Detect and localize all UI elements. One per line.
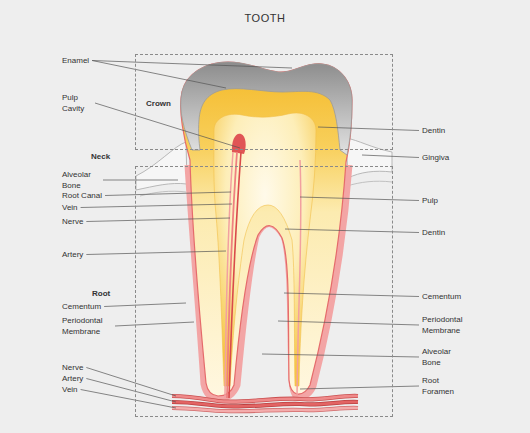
leader-line bbox=[104, 303, 186, 307]
part-label: Pulp bbox=[422, 195, 438, 206]
leader-line bbox=[86, 379, 176, 403]
leader-line bbox=[262, 354, 419, 357]
nerve-tuft bbox=[232, 134, 246, 154]
part-label: Periodontal Membrane bbox=[62, 315, 112, 337]
part-label: Artery bbox=[62, 249, 83, 260]
leader-line bbox=[362, 155, 419, 158]
vein-vessel bbox=[172, 408, 358, 411]
leader-line bbox=[103, 180, 178, 181]
part-label: Vein bbox=[62, 202, 78, 213]
label-slot: Vein bbox=[62, 384, 78, 395]
label-slot: Cementum bbox=[62, 301, 101, 312]
label-slot: Alveolar Bone bbox=[62, 169, 100, 191]
nerve-strand bbox=[227, 152, 237, 398]
leader-line bbox=[300, 197, 419, 201]
region-label-slot: Crown bbox=[146, 98, 171, 109]
leader-line bbox=[105, 192, 231, 196]
artery-vessel bbox=[172, 402, 358, 407]
leader-line bbox=[318, 127, 419, 131]
part-label: Periodontal Membrane bbox=[422, 314, 472, 336]
label-slot: Neck bbox=[91, 151, 110, 162]
part-label: Dentin bbox=[422, 227, 445, 238]
artery-strand bbox=[229, 152, 241, 398]
label-slot: Artery bbox=[62, 373, 83, 384]
vein-strand bbox=[225, 152, 233, 398]
region-label-slot: Root bbox=[92, 288, 110, 299]
part-label: Dentin bbox=[422, 125, 445, 136]
vein-vessel bbox=[172, 408, 358, 411]
part-label: Cementum bbox=[422, 291, 461, 302]
label-slot: Nerve bbox=[62, 362, 83, 373]
label-slot: Root Foramen bbox=[422, 375, 460, 397]
gingiva-right bbox=[346, 138, 392, 178]
label-slot: Root Canal bbox=[62, 190, 102, 201]
label-slot: Gingiva bbox=[422, 152, 449, 163]
region-box: Crown bbox=[135, 54, 393, 150]
title-slot: TOOTH bbox=[0, 11, 530, 25]
label-slot: Pulp bbox=[422, 195, 438, 206]
leader-line bbox=[92, 61, 292, 69]
leader-line bbox=[95, 103, 240, 148]
leader-line bbox=[285, 229, 419, 233]
part-label: Neck bbox=[91, 151, 110, 162]
leader-line bbox=[284, 293, 419, 297]
diagram-title: TOOTH bbox=[0, 11, 530, 25]
artery-vessel bbox=[172, 402, 358, 407]
part-label: Root Canal bbox=[62, 190, 102, 201]
nerve-vessel bbox=[172, 396, 358, 402]
part-label: Artery bbox=[62, 373, 83, 384]
label-slot: Enamel bbox=[62, 55, 89, 66]
dentin bbox=[181, 62, 352, 396]
label-slot: Periodontal Membrane bbox=[62, 315, 112, 337]
part-label: Pulp Cavity bbox=[62, 92, 92, 114]
label-slot: Alveolar Bone bbox=[422, 346, 460, 368]
label-slot: Periodontal Membrane bbox=[422, 314, 472, 336]
region-label: Crown bbox=[146, 98, 171, 109]
part-label: Vein bbox=[62, 384, 78, 395]
leader-line bbox=[115, 322, 194, 326]
leader-line bbox=[81, 390, 176, 409]
nerve-vessel bbox=[172, 396, 358, 402]
label-slot: Dentin bbox=[422, 227, 445, 238]
label-slot: Cementum bbox=[422, 291, 461, 302]
part-label: Alveolar Bone bbox=[62, 169, 100, 191]
part-label: Gingiva bbox=[422, 152, 449, 163]
leader-line bbox=[86, 218, 230, 222]
region-label: Root bbox=[92, 288, 110, 299]
part-label: Alveolar Bone bbox=[422, 346, 460, 368]
leader-line bbox=[81, 204, 232, 208]
part-label: Nerve bbox=[62, 216, 83, 227]
region-box: Root bbox=[135, 166, 393, 417]
leader-line bbox=[278, 321, 419, 325]
canal-strand bbox=[297, 160, 301, 398]
label-slot: Nerve bbox=[62, 216, 83, 227]
leader-line bbox=[86, 251, 226, 255]
label-slot: Vein bbox=[62, 202, 78, 213]
part-label: Nerve bbox=[62, 362, 83, 373]
label-slot: Pulp Cavity bbox=[62, 92, 92, 114]
leader-line bbox=[300, 386, 419, 389]
part-label: Root Foramen bbox=[422, 375, 460, 397]
part-label: Cementum bbox=[62, 301, 101, 312]
part-label: Enamel bbox=[62, 55, 89, 66]
label-slot: Artery bbox=[62, 249, 83, 260]
alveolar-bone-line bbox=[347, 181, 392, 186]
label-slot: Dentin bbox=[422, 125, 445, 136]
